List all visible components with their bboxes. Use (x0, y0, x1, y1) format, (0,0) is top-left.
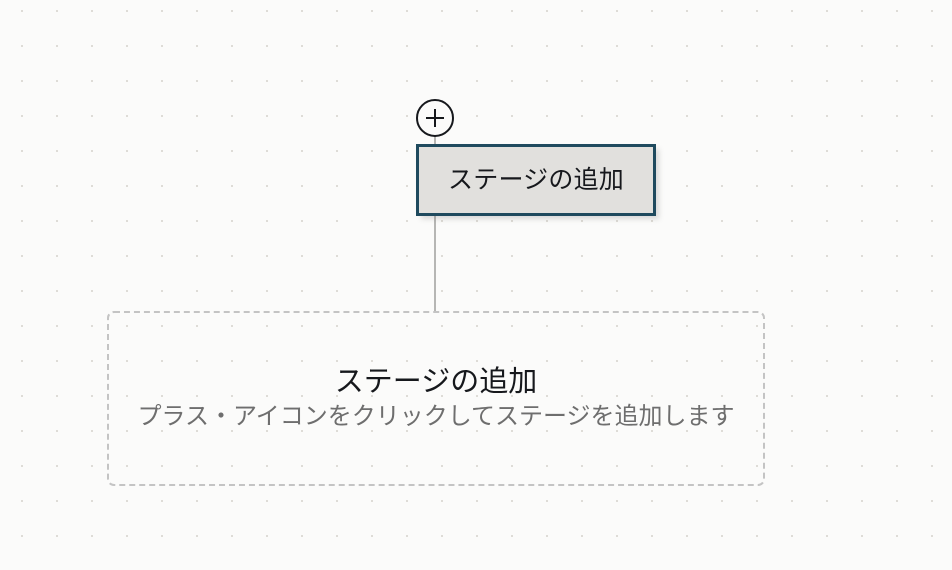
add-stage-plus-button[interactable] (416, 99, 454, 137)
empty-state-subtitle: プラス・アイコンをクリックしてステージを追加します (137, 402, 735, 430)
empty-stage-dropzone[interactable]: ステージの追加 プラス・アイコンをクリックしてステージを追加します (107, 311, 765, 486)
stage-connector-line (434, 216, 436, 311)
connector-stub (434, 134, 436, 146)
add-stage-card[interactable]: ステージの追加 (416, 144, 656, 216)
add-stage-card-label: ステージの追加 (448, 165, 624, 194)
empty-state-title: ステージの追加 (334, 365, 538, 398)
plus-icon-vertical-bar (434, 109, 436, 127)
